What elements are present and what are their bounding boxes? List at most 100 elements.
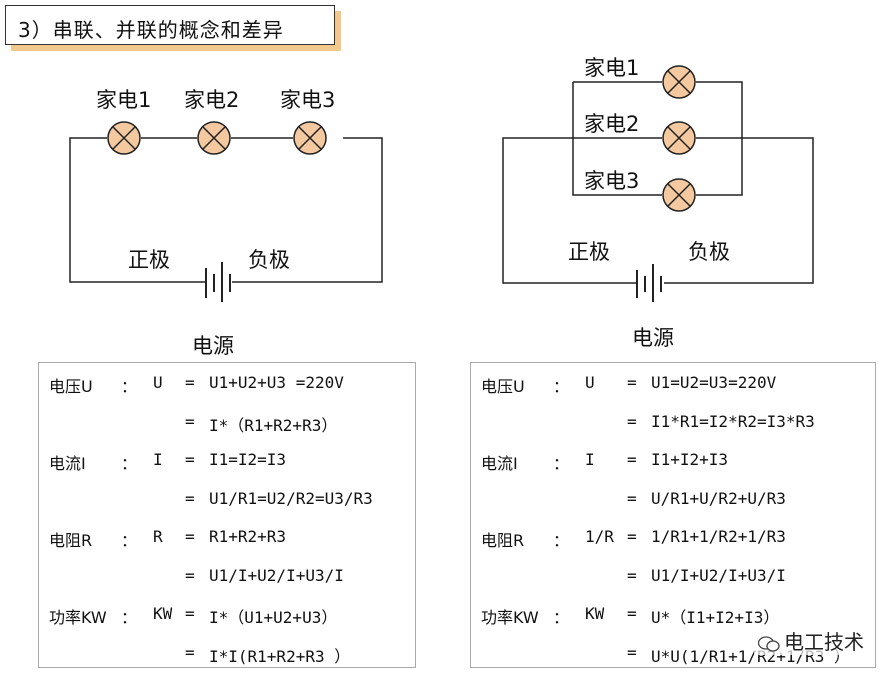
formula-expr: U1/I+U2/I+U3/I (209, 565, 344, 585)
formula-eq: = (185, 373, 195, 392)
formula-expr: I*（R1+R2+R3） (209, 415, 338, 435)
lamp-icon (197, 121, 231, 155)
formula-sep: ： (553, 608, 570, 627)
parallel-positive-label: 正极 (568, 240, 610, 264)
formula-name: 电压U (481, 377, 525, 396)
parallel-lamp-label: 家电2 (584, 112, 640, 136)
formula-row: = U/R1+U/R2+U/R3 (471, 489, 875, 519)
lamp-icon (662, 65, 696, 99)
formula-expr: U1=U2=U3=220V (651, 373, 777, 392)
formula-row: = I*（R1+R2+R3） (39, 412, 415, 442)
series-negative-label: 负极 (248, 248, 290, 272)
parallel-formula-box: 电压U ： U = U1=U2=U3=220V = I1*R1=I2*R2=I3*R3 电流I… (470, 362, 876, 668)
formula-eq: = (627, 373, 637, 392)
formula-row: = I*I(R1+R2+R3 ） (39, 643, 415, 673)
formula-eq: = (185, 488, 195, 508)
formula-eq: = (627, 527, 637, 546)
formula-name: 功率KW (49, 608, 107, 627)
formula-row: 电阻R ： 1/R = 1/R1+1/R2+1/R3 (471, 527, 875, 557)
formula-eq: = (185, 450, 195, 469)
formula-expr: I1=I2=I3 (209, 450, 287, 469)
formula-eq: = (185, 604, 195, 623)
formula-expr: I1*R1=I2*R2=I3*R3 (651, 411, 815, 431)
formula-sep: ： (553, 454, 570, 473)
formula-sym: I (153, 450, 163, 469)
formula-name: 电流I (481, 454, 518, 473)
formula-sym: U (153, 373, 163, 392)
formula-row: = I1*R1=I2*R2=I3*R3 (471, 412, 875, 442)
formula-sep: ： (121, 531, 138, 550)
formula-eq: = (627, 411, 637, 431)
series-circuit (69, 137, 383, 302)
formula-eq: = (627, 642, 637, 662)
formula-row: 电压U ： U = U1+U2+U3 =220V (39, 373, 415, 403)
formula-expr: U1/R1=U2/R2=U3/R3 (209, 488, 373, 508)
formula-sep: ： (121, 377, 138, 396)
formula-row: =U1/I+U2/I+U3/I (471, 566, 875, 596)
watermark-text: 电工技术 (784, 630, 864, 654)
formula-row: 功率KW ： KW = U*（I1+I2+I3） (471, 604, 875, 634)
formula-row: 电流I ： I = I1+I2+I3 (471, 450, 875, 480)
formula-expr: 1/R1+1/R2+1/R3 (651, 527, 786, 546)
series-battery-icon (205, 262, 231, 302)
formula-sep: ： (553, 531, 570, 550)
formula-expr: U*（I1+I2+I3） (651, 608, 780, 627)
lamp-icon (662, 178, 696, 212)
series-lamp-label: 家电2 (184, 88, 240, 112)
formula-row: 电压U ： U = U1=U2=U3=220V (471, 373, 875, 403)
series-source-label: 电源 (192, 334, 234, 358)
formula-eq: = (185, 411, 195, 431)
formula-sym: U (585, 373, 595, 392)
formula-expr: U/R1+U/R2+U/R3 (651, 488, 786, 508)
wechat-icon (758, 635, 780, 652)
formula-eq: = (185, 565, 195, 585)
formula-expr: I1+I2+I3 (651, 450, 729, 469)
formula-name: 电阻R (49, 531, 93, 550)
parallel-battery-icon (636, 264, 662, 302)
lamp-icon (293, 121, 327, 155)
formula-sep: ： (121, 454, 138, 473)
formula-eq: = (627, 604, 637, 623)
formula-expr: I*（U1+U2+U3） (209, 608, 338, 627)
formula-eq: = (627, 488, 637, 508)
formula-eq: = (627, 565, 637, 585)
lamp-icon (107, 121, 141, 155)
formula-row: 电阻R：R=R1+R2+R3 (39, 527, 415, 557)
parallel-lamp-label: 家电3 (584, 169, 640, 193)
formula-name: 电压U (49, 377, 93, 396)
series-lamp-label: 家电3 (280, 88, 336, 112)
formula-row: 功率KW ： KW = I*（U1+U2+U3） (39, 604, 415, 634)
formula-sym: KW (585, 604, 605, 623)
series-positive-label: 正极 (128, 248, 170, 272)
formula-sym: I (585, 450, 595, 469)
watermark: 电工技术 (754, 626, 868, 655)
formula-name: 电流I (49, 454, 86, 473)
formula-eq: = (185, 527, 195, 546)
formula-name: 电阻R (481, 531, 525, 550)
formula-expr: U1+U2+U3 =220V (209, 373, 344, 392)
formula-sep: ： (553, 377, 570, 396)
series-lamps (107, 121, 327, 155)
formula-row: 电流I ： I = I1=I2=I3 (39, 450, 415, 480)
section-title: 3）串联、并联的概念和差异 (18, 18, 284, 42)
formula-name: 功率KW (481, 608, 539, 627)
series-formula-box: 电压U ： U = U1+U2+U3 =220V = I*（R1+R2+R3） 电流I ： I = I… (38, 362, 416, 668)
formula-row: = U1/R1=U2/R2=U3/R3 (39, 489, 415, 519)
parallel-negative-label: 负极 (688, 240, 730, 264)
formula-expr: I*I(R1+R2+R3 ） (209, 646, 351, 666)
formula-row: = U1/I+U2/I+U3/I (39, 566, 415, 596)
parallel-circuit (502, 81, 814, 302)
formula-sym: R (153, 527, 163, 546)
series-lamp-label: 家电1 (96, 88, 152, 112)
formula-eq: = (627, 450, 637, 469)
parallel-source-label: 电源 (632, 326, 674, 350)
lamp-icon (662, 121, 696, 155)
formula-sym: KW (153, 604, 173, 623)
formula-eq: = (185, 642, 195, 662)
parallel-lamp-label: 家电1 (584, 56, 640, 80)
formula-sep: ： (121, 608, 138, 627)
formula-sym: 1/R (585, 527, 614, 546)
parallel-lamps (662, 65, 696, 212)
section-title-box: 3）串联、并联的概念和差异 (5, 5, 335, 45)
